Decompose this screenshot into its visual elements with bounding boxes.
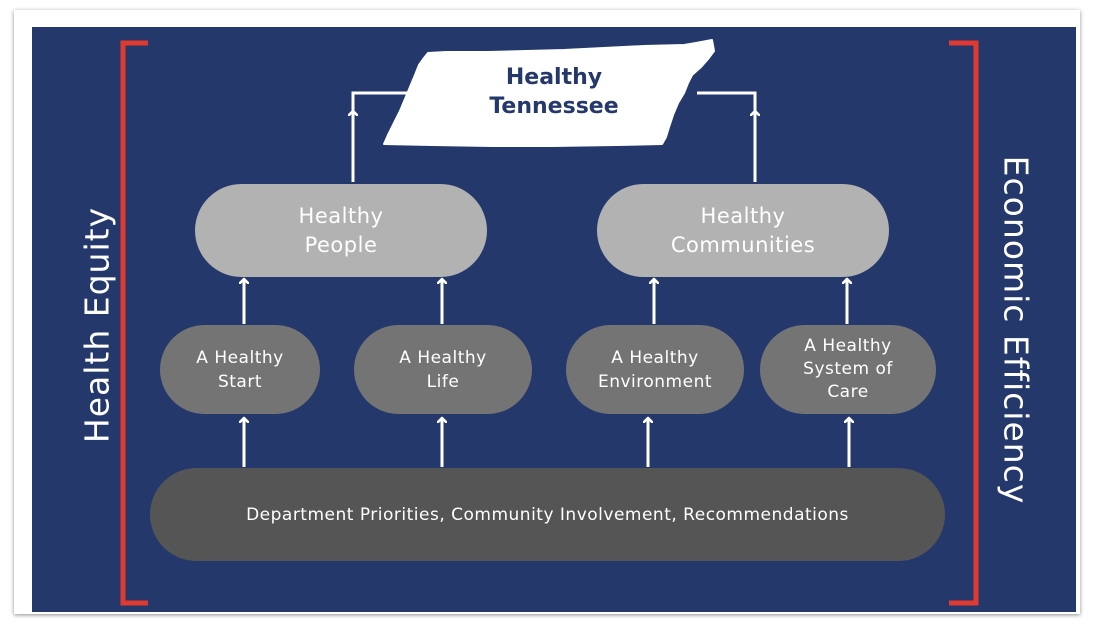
economic-efficiency-label: Economic Efficiency xyxy=(996,155,1036,505)
diagram-panel: Healthy Tennessee Health Equity Economic… xyxy=(32,27,1076,612)
priority-healthy-system-of-care: A Healthy System of Care xyxy=(760,325,936,414)
tennessee-shape xyxy=(383,39,715,147)
goal-healthy-people: Healthy People xyxy=(195,184,487,277)
priority-healthy-environment: A Healthy Environment xyxy=(566,325,744,414)
connectors xyxy=(120,39,979,606)
priority-healthy-life-label: A Healthy Life xyxy=(399,347,487,392)
priority-healthy-start: A Healthy Start xyxy=(160,325,320,414)
connector-communities-to-title xyxy=(697,91,757,182)
connector-people-to-title xyxy=(351,91,412,182)
goal-healthy-communities: Healthy Communities xyxy=(597,184,889,277)
goal-healthy-people-label: Healthy People xyxy=(298,203,384,257)
priority-healthy-life: A Healthy Life xyxy=(354,325,532,414)
priority-healthy-start-label: A Healthy Start xyxy=(196,347,284,392)
diagram-title: Healthy Tennessee xyxy=(489,65,619,119)
health-equity-label: Health Equity xyxy=(77,206,117,444)
priority-healthy-environment-label: A Healthy Environment xyxy=(597,347,713,392)
left-bracket xyxy=(120,40,148,606)
goal-healthy-communities-label: Healthy Communities xyxy=(670,203,816,257)
foundation-bar: Department Priorities, Community Involve… xyxy=(150,468,945,561)
right-bracket xyxy=(949,40,979,606)
priority-healthy-system-of-care-label: A Healthy System of Care xyxy=(803,336,893,402)
foundation-label: Department Priorities, Community Involve… xyxy=(246,504,849,525)
